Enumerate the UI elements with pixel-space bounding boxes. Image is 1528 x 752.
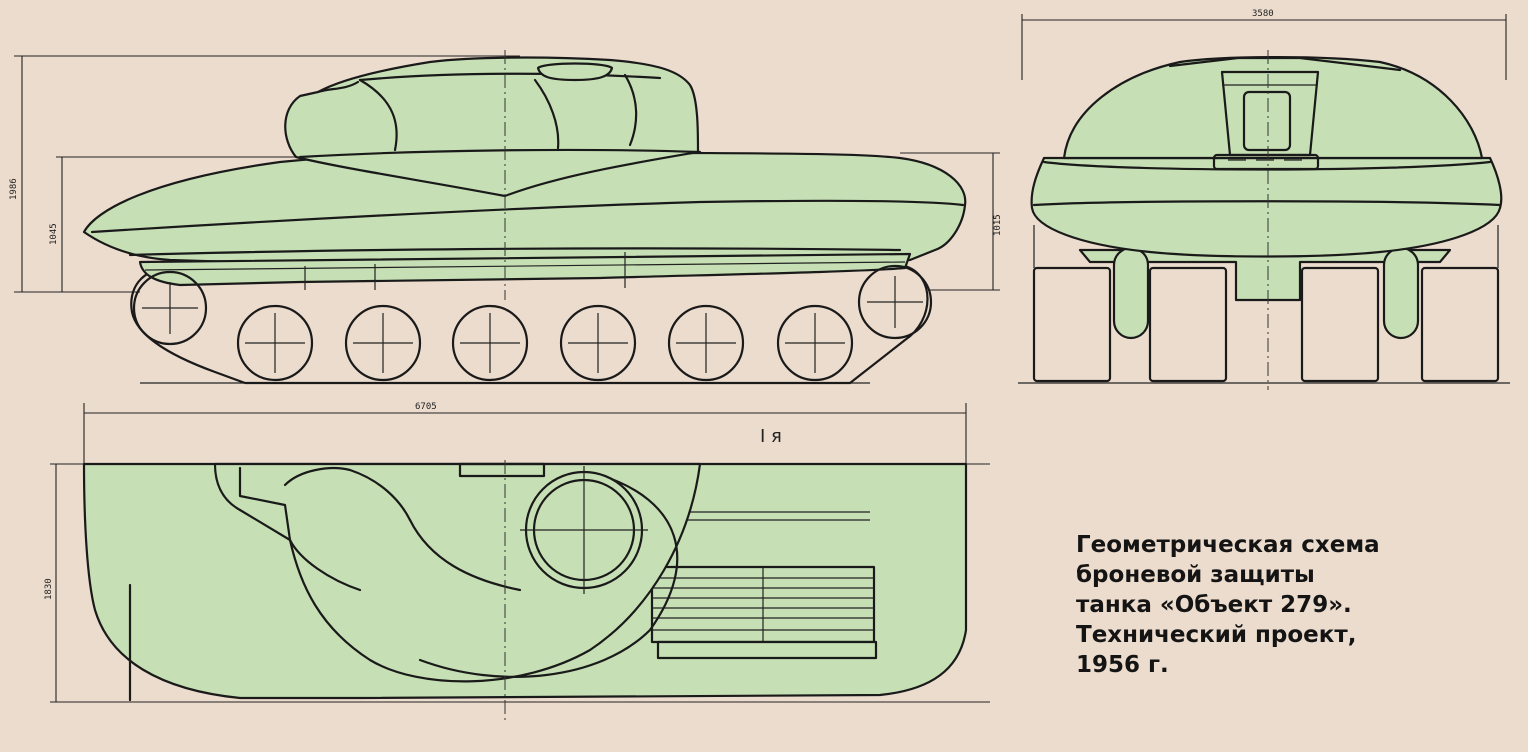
front-view: 3580 bbox=[1018, 9, 1510, 390]
caption-line: Технический проект, bbox=[1076, 622, 1357, 648]
road-wheel bbox=[236, 304, 314, 382]
caption-line: броневой защиты bbox=[1076, 562, 1315, 588]
side-view: 1986 1045 1015 bbox=[9, 50, 1003, 385]
caption-line: Геометрическая схема bbox=[1076, 532, 1380, 558]
caption-line: 1956 г. bbox=[1076, 652, 1169, 678]
front-hull bbox=[1030, 156, 1503, 258]
dim-label-overall-width: 3580 bbox=[1252, 9, 1274, 19]
road-wheels bbox=[132, 264, 933, 382]
caption: Геометрическая схема броневой защиты тан… bbox=[1076, 530, 1506, 680]
dim-label-hull-front: 1045 bbox=[49, 223, 59, 245]
top-view: 6705 1830 I я bbox=[44, 402, 990, 720]
track-block-left-inner bbox=[1148, 266, 1228, 383]
dim-label-overall-length: 6705 bbox=[415, 402, 437, 412]
idler-wheel bbox=[857, 264, 933, 340]
road-wheel bbox=[776, 304, 854, 382]
suspension-arm-right bbox=[1382, 246, 1420, 340]
engine-grille bbox=[650, 565, 878, 660]
dim-label-hull-rear: 1015 bbox=[993, 214, 1003, 236]
view-marker: I я bbox=[760, 426, 782, 447]
turret-cupola bbox=[536, 62, 614, 82]
caption-line: танка «Объект 279». bbox=[1076, 592, 1352, 618]
suspension-arm-left bbox=[1112, 246, 1150, 340]
road-wheel bbox=[451, 304, 529, 382]
dim-label-total-height: 1986 bbox=[9, 178, 19, 200]
road-wheel bbox=[344, 304, 422, 382]
track-block-left bbox=[1032, 266, 1112, 383]
track-block-right-inner bbox=[1300, 266, 1380, 383]
dim-label-plan-width: 1830 bbox=[44, 578, 54, 600]
track-outline bbox=[130, 264, 929, 385]
road-wheel bbox=[132, 270, 208, 346]
track-block-right bbox=[1420, 266, 1500, 383]
road-wheel bbox=[667, 304, 745, 382]
road-wheel bbox=[559, 304, 637, 382]
